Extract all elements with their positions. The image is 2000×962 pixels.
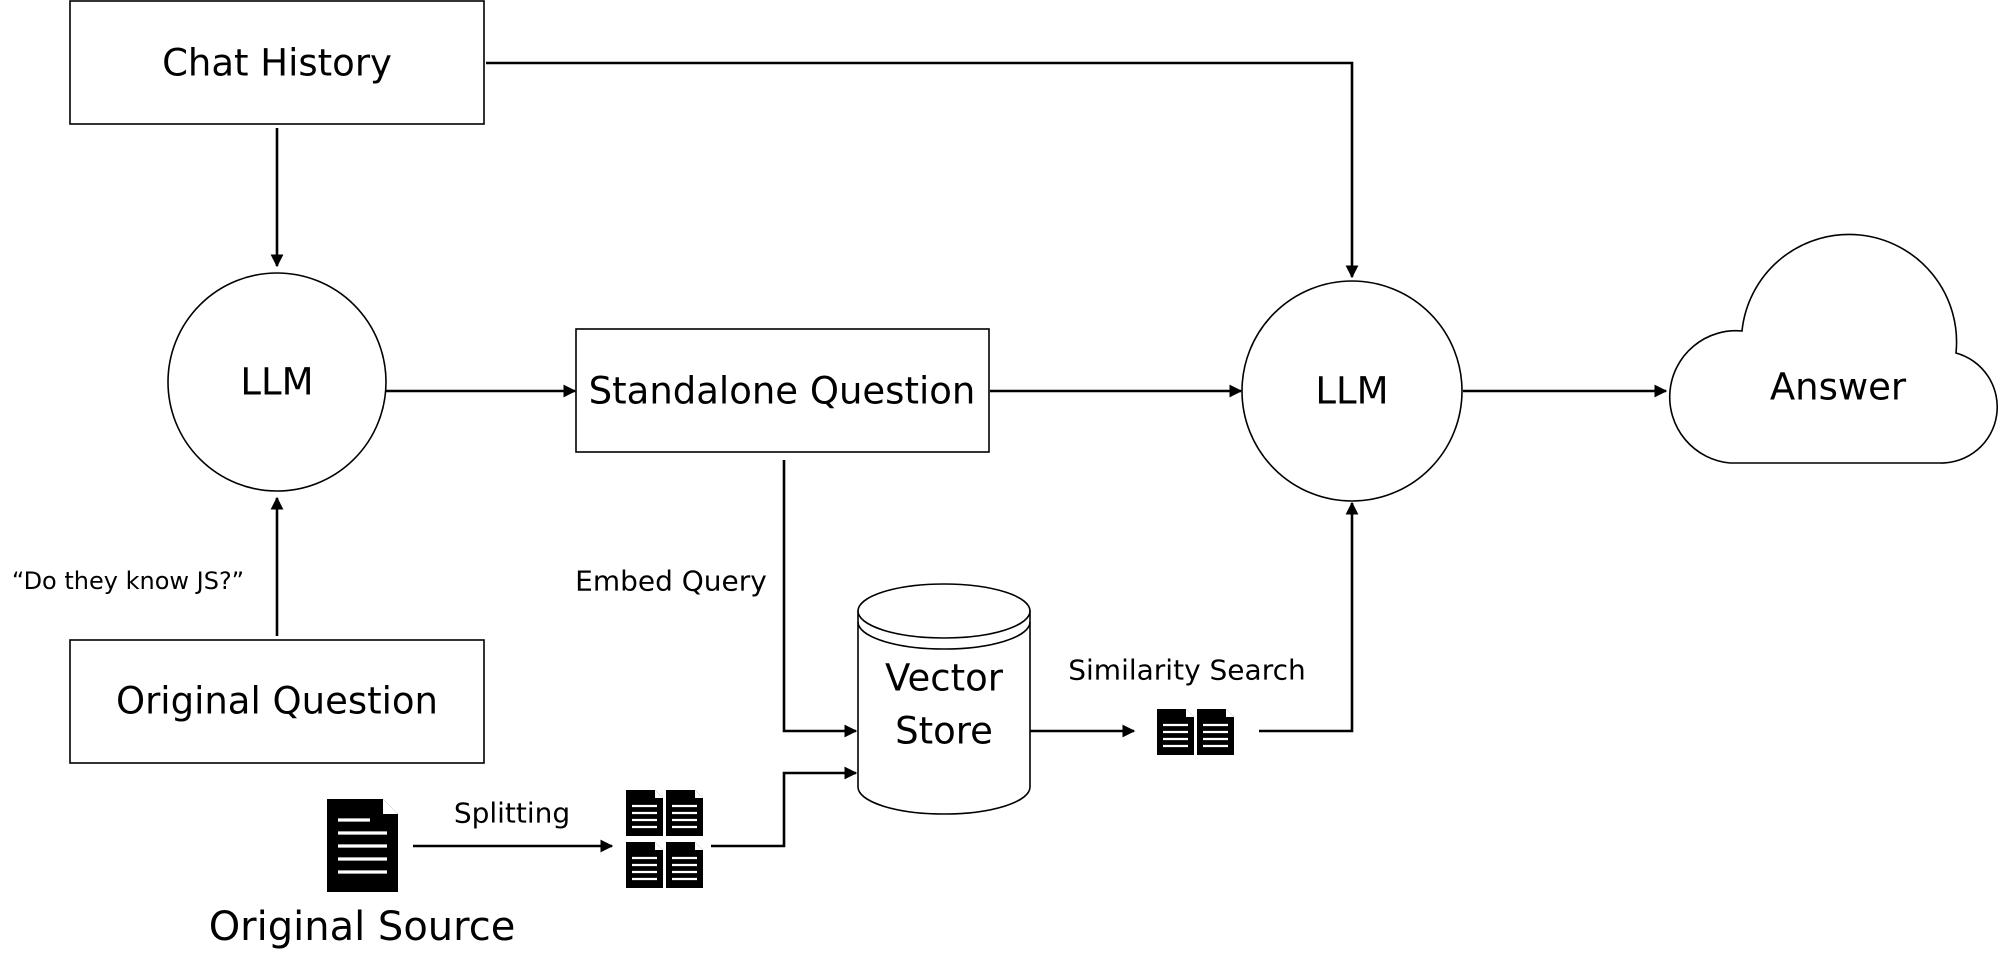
llm-right-label: LLM: [1315, 370, 1388, 413]
edge-standalone-question-to-vector-store: [782, 460, 858, 738]
original-question-label: Original Question: [116, 680, 438, 723]
vector-store-label-line1: Vector: [885, 657, 1004, 700]
llm-left-node: LLM: [167, 272, 387, 492]
chat-history-label: Chat History: [162, 42, 392, 85]
original-source-label: Original Source: [209, 904, 516, 950]
edges: [270, 61, 1668, 853]
answer-node: Answer: [1668, 233, 1999, 464]
chat-history-node: Chat History: [69, 0, 485, 125]
llm-left-label: LLM: [240, 361, 313, 404]
llm-right-node: LLM: [1241, 280, 1463, 502]
vector-store-node: Vector Store: [857, 583, 1031, 815]
answer-label: Answer: [1770, 366, 1907, 409]
documents-pair-icon: [1157, 709, 1234, 755]
embed-query-label: Embed Query: [575, 565, 767, 598]
original-question-node: Original Question: [69, 639, 485, 764]
splitting-label: Splitting: [454, 797, 570, 830]
cloud-shape: [1668, 233, 1999, 464]
similarity-search-label: Similarity Search: [1068, 654, 1305, 687]
edge-retrieved-documents-to-llm-right: [1259, 501, 1359, 733]
standalone-question-label: Standalone Question: [589, 370, 976, 413]
document-icon: [327, 799, 398, 892]
question-quote-label: “Do they know JS?”: [12, 567, 244, 595]
vector-store-label-line2: Store: [895, 710, 993, 753]
standalone-question-node: Standalone Question: [575, 328, 990, 453]
documents-grid-icon: [626, 790, 703, 888]
edge-chat-history-to-llm-right: [486, 61, 1359, 279]
edge-split-documents-to-vector-store: [711, 766, 858, 848]
